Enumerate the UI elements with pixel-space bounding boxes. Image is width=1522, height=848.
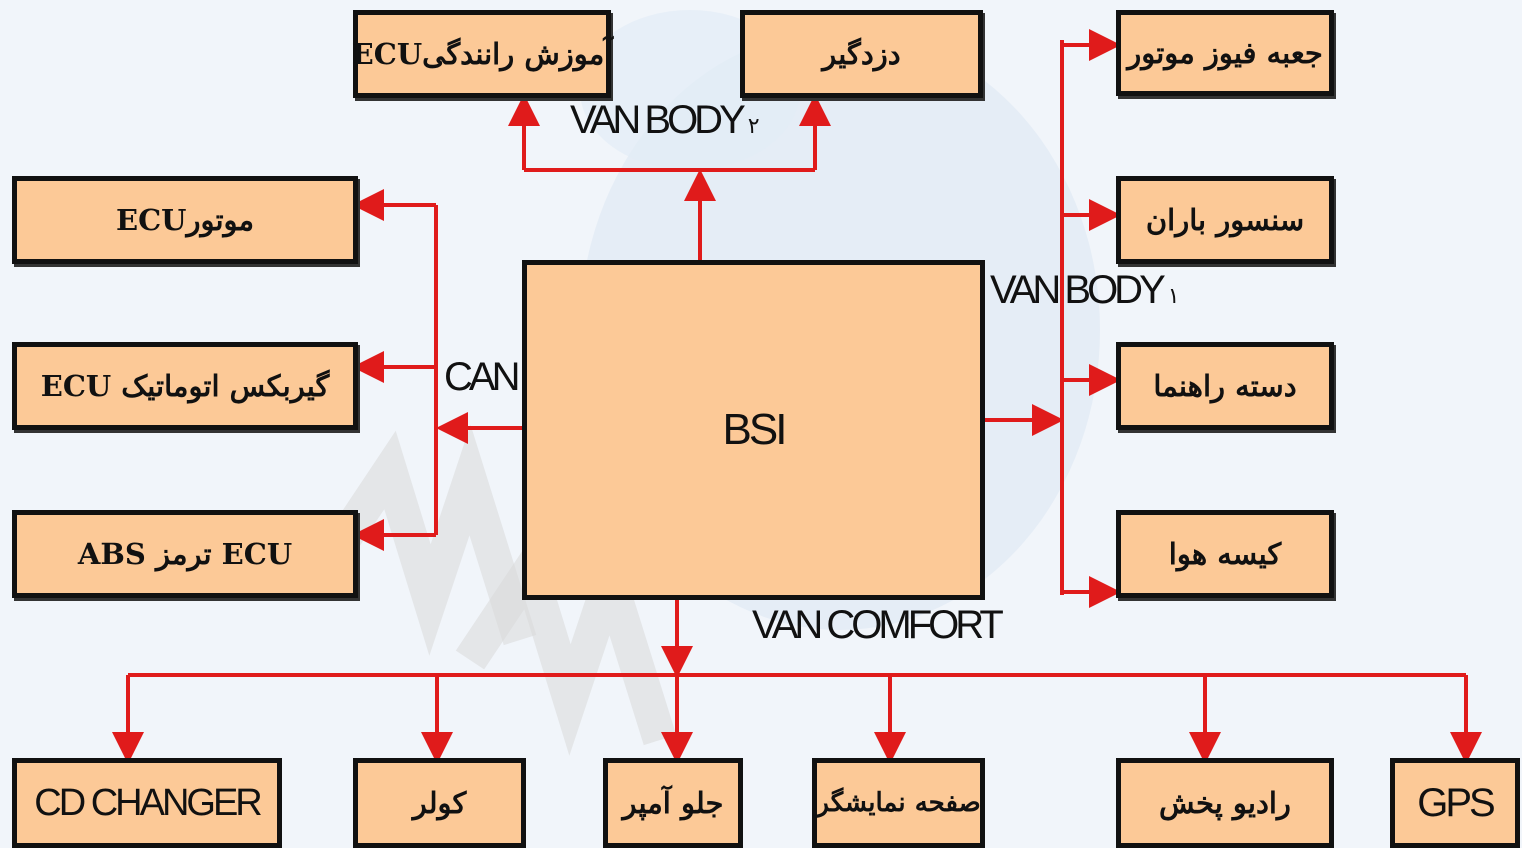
- bsi-label: BSI: [723, 405, 785, 455]
- module-label: صفحه نمایشگر: [816, 788, 980, 818]
- module-driver-training-ecu: آموزش رانندگیECU: [353, 10, 611, 98]
- module-radio: رادیو پخش: [1116, 758, 1334, 848]
- module-label: GPS: [1417, 781, 1492, 826]
- module-turn-signal-stalk: دسته راهنما: [1116, 342, 1334, 430]
- module-label: ABS ترمز ECU: [78, 537, 292, 571]
- module-label: دسته راهنما: [1153, 369, 1296, 403]
- module-display-screen: صفحه نمایشگر: [812, 758, 985, 848]
- module-label: CD CHANGER: [34, 782, 259, 825]
- bus-name: CAN: [444, 355, 516, 399]
- module-label: کولر: [413, 786, 467, 820]
- module-automatic-gearbox-ecu: گیربکس اتوماتیک ECU: [12, 342, 358, 430]
- module-instrument-cluster: جلو آمپر: [603, 758, 743, 848]
- module-engine-fuse-box: جعبه فیوز موتور: [1116, 10, 1334, 96]
- module-anti-theft: دزدگیر: [740, 10, 983, 98]
- module-label: سنسور باران: [1146, 203, 1304, 237]
- module-label: گیربکس اتوماتیک ECU: [41, 369, 330, 403]
- module-abs-brake-ecu: ABS ترمز ECU: [12, 510, 358, 598]
- bus-number: ۲: [748, 114, 760, 139]
- module-label: دزدگیر: [822, 37, 900, 71]
- module-cd-changer: CD CHANGER: [12, 758, 282, 848]
- module-label: کیسه هوا: [1169, 537, 1281, 571]
- bus-name: VAN COMFORT: [752, 603, 1000, 647]
- bsi-module-box: BSI: [522, 260, 985, 600]
- bus-number: ۱: [1168, 284, 1180, 309]
- module-label: جلو آمپر: [623, 786, 724, 820]
- module-label: رادیو پخش: [1159, 786, 1291, 820]
- module-label: آموزش رانندگیECU: [352, 37, 613, 71]
- module-engine-ecu: موتورECU: [12, 176, 358, 264]
- module-label: جعبه فیوز موتور: [1127, 36, 1323, 70]
- module-airbag: کیسه هوا: [1116, 510, 1334, 598]
- module-label: موتورECU: [116, 203, 254, 237]
- bus-name: VAN BODY: [570, 98, 742, 142]
- bus-name: VAN BODY: [990, 268, 1162, 312]
- module-rain-sensor: سنسور باران: [1116, 176, 1334, 264]
- bus-label-van-comfort: VAN COMFORT: [752, 603, 1000, 648]
- module-gps: GPS: [1390, 758, 1520, 848]
- bus-label-can: CAN: [444, 355, 516, 400]
- module-air-conditioner: کولر: [353, 758, 526, 848]
